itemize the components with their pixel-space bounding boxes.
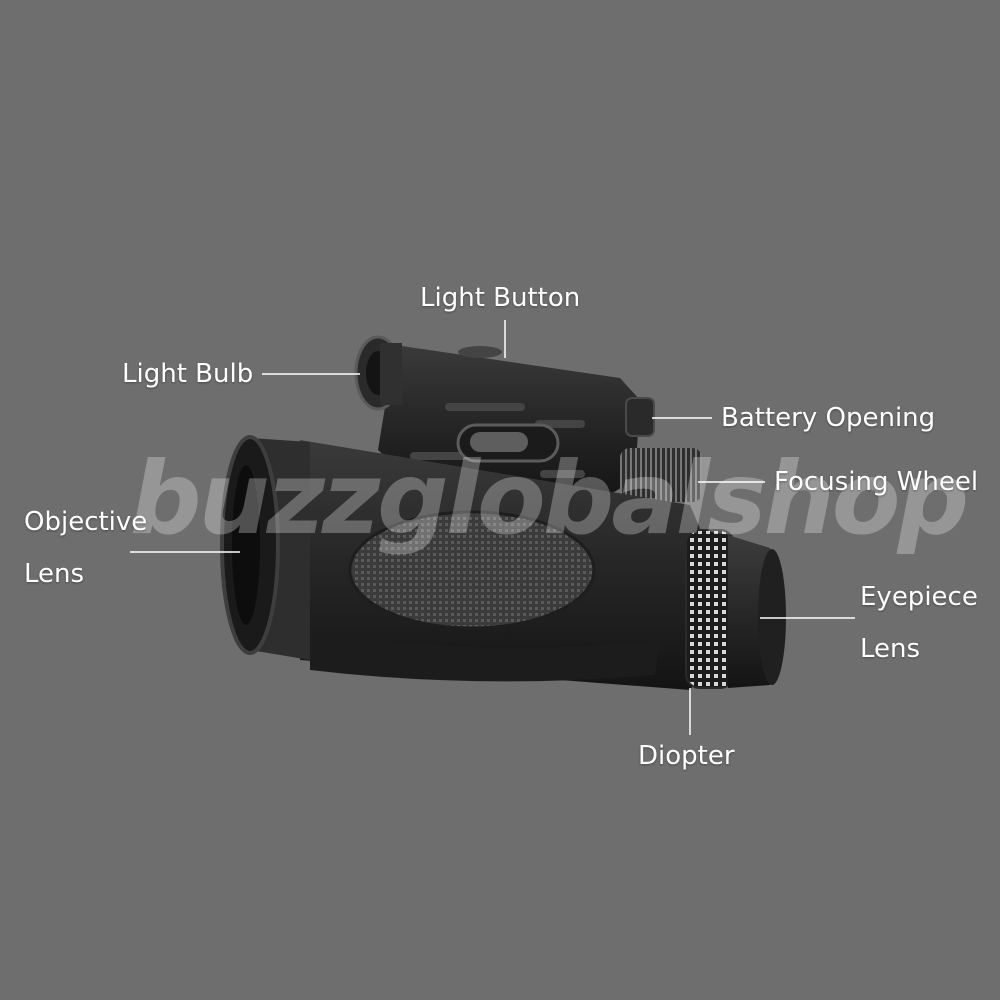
label-eyepiece-lens: Eyepiece Lens: [860, 571, 978, 675]
label-eyepiece-line1: Eyepiece: [860, 582, 978, 612]
label-light-button: Light Button: [420, 283, 581, 313]
battery-cap: [625, 397, 655, 437]
label-eyepiece-line2: Lens: [860, 634, 921, 664]
monocular-telescope-icon: [220, 335, 786, 690]
eyepiece-lens: [758, 549, 786, 685]
label-light-bulb: Light Bulb: [122, 359, 254, 389]
label-diopter: Diopter: [638, 741, 735, 771]
label-objective-lens: Objective Lens: [24, 496, 147, 600]
watermark-text: buzzglobalshop: [130, 440, 969, 557]
leader-lines: [130, 320, 855, 735]
label-battery-opening: Battery Opening: [721, 403, 936, 433]
grip-panel: [348, 510, 596, 630]
label-objective-line2: Lens: [24, 559, 85, 589]
label-focusing-wheel: Focusing Wheel: [774, 467, 979, 497]
light-housing: [378, 345, 640, 500]
label-objective-line1: Objective: [24, 507, 148, 537]
light-button-knob: [458, 346, 502, 358]
focusing-wheel: [620, 448, 702, 502]
